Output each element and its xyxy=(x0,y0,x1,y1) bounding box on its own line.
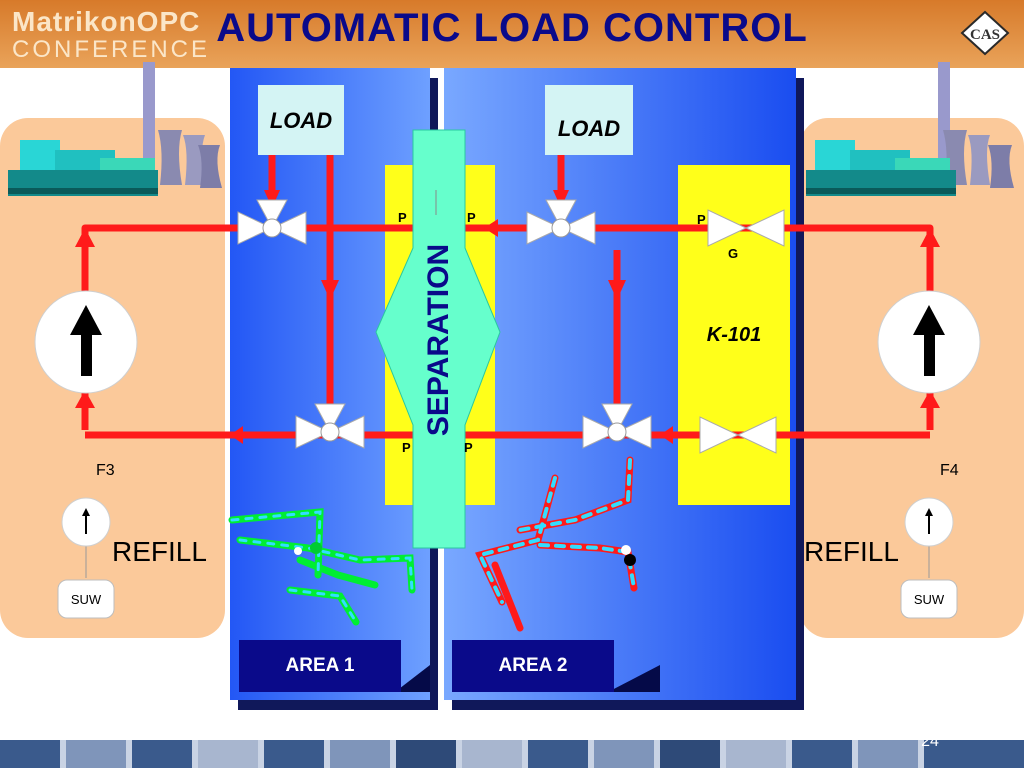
valve-top-right-icon xyxy=(526,199,596,245)
p-label-bottom-1: P xyxy=(402,440,411,455)
header-banner xyxy=(0,0,1024,68)
valve-k101-top-icon xyxy=(707,209,785,247)
area2-label: AREA 2 xyxy=(498,655,568,676)
network-sketch-area2 xyxy=(475,456,638,632)
suw-box-right xyxy=(900,579,958,619)
load-label-right: LOAD xyxy=(557,116,621,141)
suw-label-right: SUW xyxy=(913,592,945,607)
valve-bottom-right-icon xyxy=(582,403,652,449)
page-number: 24 xyxy=(921,733,939,750)
svg-text:CAS: CAS xyxy=(970,27,1000,43)
k101-label: K-101 xyxy=(706,324,762,346)
slide-title: AUTOMATIC LOAD CONTROL xyxy=(216,6,808,50)
area1-label: AREA 1 xyxy=(285,655,355,676)
separation-band xyxy=(375,129,501,549)
brand-name: MatrikonOPC xyxy=(12,6,201,37)
g-label: G xyxy=(728,246,739,261)
area2-label-box xyxy=(452,640,614,692)
cas-logo: CAS xyxy=(960,10,1010,56)
p-label-top-2: P xyxy=(467,210,476,225)
area1-label-box xyxy=(239,640,401,692)
p-label-top-1: P xyxy=(398,210,407,225)
area1-label-tail xyxy=(395,665,430,692)
p-label-bottom-2: P xyxy=(464,440,473,455)
network-sketch-area1 xyxy=(228,508,416,626)
pump-left-icon xyxy=(34,290,138,394)
valve-top-left-icon xyxy=(237,199,307,245)
refill-label-right: REFILL xyxy=(804,536,899,567)
suw-box-left xyxy=(57,579,115,619)
valve-k101-bottom-icon xyxy=(699,416,777,454)
p-label-top-3: P xyxy=(697,212,706,227)
flow-label-left: F3 xyxy=(96,462,115,479)
area2-label-tail xyxy=(608,665,660,692)
suw-label-left: SUW xyxy=(70,592,102,607)
pump-right-icon xyxy=(877,290,981,394)
load-label-left: LOAD xyxy=(269,108,333,133)
brand-subtitle: CONFERENCE xyxy=(12,36,211,63)
refill-label-left: REFILL xyxy=(112,536,207,567)
refill-pump-right-icon xyxy=(904,497,954,547)
industrial-plant-left-icon xyxy=(8,62,222,196)
footer-strip xyxy=(0,740,1024,768)
flow-arrows xyxy=(75,190,940,444)
valve-bottom-left-icon xyxy=(295,403,365,449)
flow-label-right: F4 xyxy=(940,462,959,479)
load-box-left xyxy=(258,85,344,155)
industrial-plant-right-icon xyxy=(806,62,1014,196)
refill-pump-left-icon xyxy=(61,497,111,547)
load-box-right xyxy=(545,85,633,155)
separation-label: SEPARATION xyxy=(422,243,455,437)
